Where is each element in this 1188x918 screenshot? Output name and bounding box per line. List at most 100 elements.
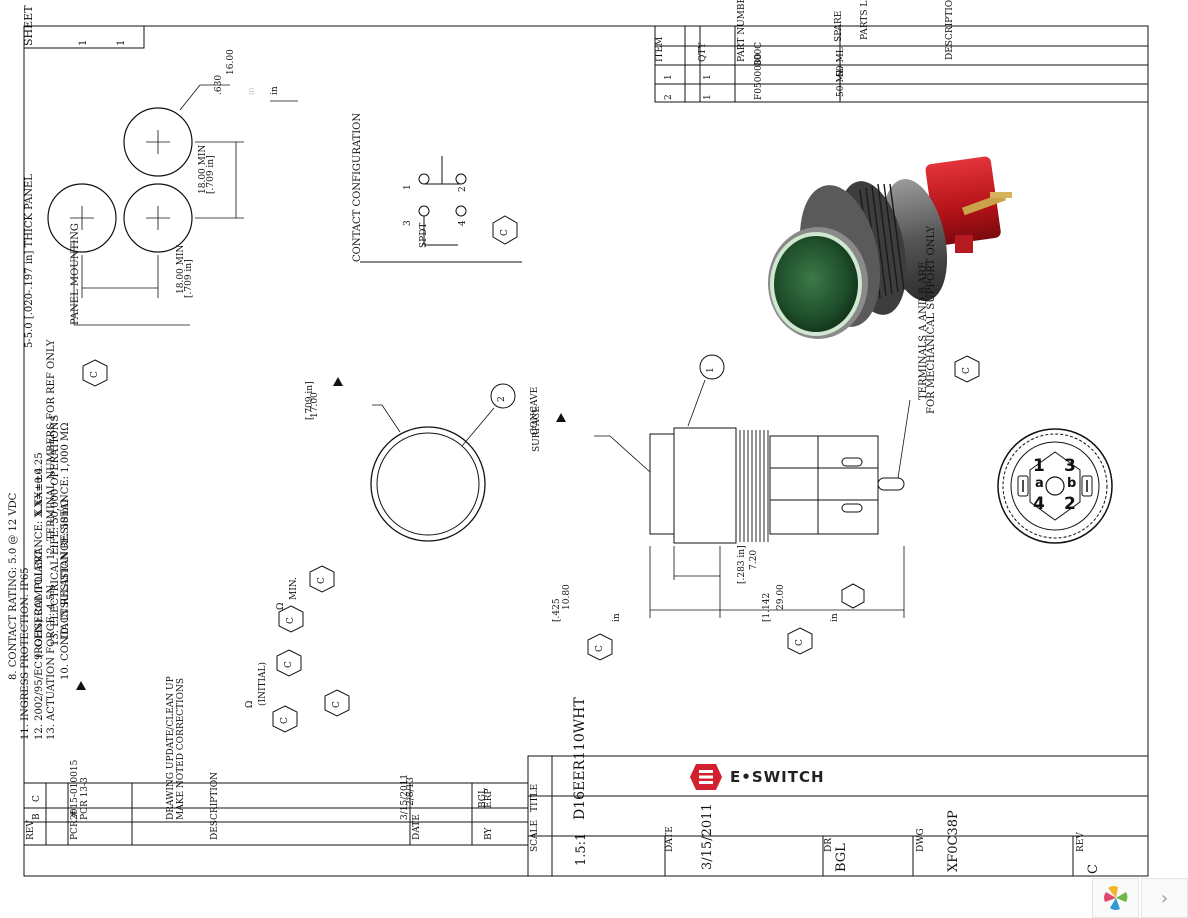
parts-header-item: ITEM bbox=[655, 36, 665, 62]
panel-thickness-note: 5-5.0 [.020-.197 in] THICK PANEL bbox=[24, 174, 35, 348]
pin-view-label-3: 3 bbox=[1064, 456, 1076, 476]
date-label: DATE bbox=[665, 826, 675, 852]
revision-triangle-3 bbox=[76, 681, 86, 690]
contact-pin-1: 1 bbox=[403, 184, 413, 190]
note-min: MIN. bbox=[289, 577, 299, 600]
side-dim-3-unit: in bbox=[830, 613, 840, 622]
next-page-button[interactable]: › bbox=[1141, 878, 1188, 918]
rev-label: REV bbox=[1076, 832, 1086, 852]
contact-pin-3: 3 bbox=[403, 220, 413, 226]
title-label: TITLE bbox=[530, 783, 540, 812]
front-dia-in: [.709 in] bbox=[305, 381, 315, 420]
note-13b: 13. ELECTRICAL LIFE: 50,000 OPERATIONS bbox=[50, 414, 61, 646]
pinwheel-icon bbox=[1103, 886, 1127, 910]
parts-row1-qty: 1 bbox=[703, 74, 713, 80]
drawing-title: D16EER110WHT bbox=[572, 697, 588, 820]
pin-view-label-4: 4 bbox=[1033, 494, 1045, 514]
parts-row2-desc: -50-ML bbox=[836, 67, 846, 100]
note-9b: X.XX=±0.25 bbox=[34, 452, 45, 516]
hex-rev-j: C bbox=[795, 639, 805, 646]
mount-in-unit: in bbox=[270, 86, 280, 95]
note-11: 11. INGRESS PROTECTION: IP65 bbox=[20, 567, 31, 740]
pin-view-label-2: 2 bbox=[1064, 494, 1076, 514]
side-dim-1: 10.80 bbox=[562, 584, 572, 610]
hex-rev-a: C bbox=[500, 229, 510, 236]
parts-header-parts-list: PARTS LIST bbox=[860, 0, 870, 40]
contact-spdt: SPDT bbox=[419, 222, 429, 248]
terminal-note-2: FOR MECHANICAL SUPPORT ONLY bbox=[926, 225, 937, 414]
rev-row2-desc: MAKE NOTED CORRECTIONS bbox=[176, 677, 186, 820]
contact-pin-4: 4 bbox=[458, 220, 468, 226]
side-dim-2: 7.20 bbox=[749, 549, 759, 570]
mount-min-horizontal-in: [.709 in] bbox=[184, 259, 194, 298]
balloon-2-number: 2 bbox=[497, 396, 507, 402]
rev-row1-desc: DRAWING UPDATE/CLEAN UP bbox=[166, 676, 176, 820]
revision-table bbox=[23, 782, 529, 846]
hex-rev-g: C bbox=[332, 701, 342, 708]
note-ohm-b: Ω bbox=[276, 602, 286, 610]
chevron-right-icon: › bbox=[1160, 887, 1169, 909]
hex-rev-b: C bbox=[90, 371, 100, 378]
rev-row2-by: ERP bbox=[484, 788, 494, 808]
pin-view-drawing bbox=[997, 428, 1113, 544]
mount-dia-mm: 16.00 bbox=[226, 49, 236, 75]
rev-header: REV bbox=[26, 820, 36, 840]
title-block bbox=[527, 755, 1149, 877]
hex-rev-e: C bbox=[286, 617, 296, 624]
parts-header-part-number: PART NUMBER bbox=[737, 0, 747, 62]
scale-label: SCALE bbox=[530, 819, 540, 852]
parts-header-qty: QTY bbox=[698, 42, 708, 62]
rev-row1-rev: C bbox=[32, 795, 42, 802]
note-initial: (INITIAL) bbox=[258, 661, 268, 706]
parts-row1-item: 1 bbox=[664, 74, 674, 80]
contact-configuration-diagram bbox=[360, 156, 522, 263]
rev-row1-pcr: 2015-010015 bbox=[70, 759, 80, 820]
pin-view-label-a: a bbox=[1035, 476, 1044, 491]
hex-rev-f: C bbox=[284, 661, 294, 668]
company-name: E•SWITCH bbox=[730, 768, 825, 786]
rev-row2-date: 3/15/2011 bbox=[400, 773, 410, 820]
revision-triangle-2 bbox=[556, 413, 566, 422]
parts-row2-qty: 1 bbox=[703, 94, 713, 100]
hex-rev-c: C bbox=[962, 367, 972, 374]
viewer-logo-button[interactable] bbox=[1092, 878, 1139, 918]
revision-triangle-1 bbox=[333, 377, 343, 386]
drawn-by-label: DR bbox=[824, 838, 834, 852]
by-header: BY bbox=[484, 827, 494, 840]
contact-pin-2: 2 bbox=[458, 186, 468, 192]
company-logo: E•SWITCH bbox=[690, 760, 870, 794]
date-value: 3/15/2011 bbox=[700, 803, 715, 870]
eswitch-logo-icon bbox=[690, 764, 722, 790]
hex-rev-i: C bbox=[595, 645, 605, 652]
side-dim-1-unit: in bbox=[612, 613, 622, 622]
rev-row2-rev: B bbox=[32, 813, 42, 820]
mount-dia-in: .630 bbox=[214, 74, 224, 95]
drawn-by-value: BGL bbox=[834, 843, 849, 872]
switch-3d-render bbox=[768, 156, 1012, 339]
pin-view-label-b: b bbox=[1067, 476, 1077, 491]
rev-value: C bbox=[1086, 864, 1101, 874]
parts-row2-part: F0500080 bbox=[754, 53, 764, 100]
note-12a: 12. 2002/95/EC (ROHS) COMPLIANT bbox=[34, 549, 45, 740]
side-dim-3: 29.00 bbox=[776, 584, 786, 610]
side-dim-3-in: [1.142 bbox=[762, 592, 772, 622]
note-10b: 10. INSULATION RESISTANCE: 1,000 MΩ bbox=[60, 422, 71, 640]
parts-header-spare: SPARE bbox=[834, 10, 844, 42]
desc-header: DESCRIPTION bbox=[210, 771, 220, 840]
side-dim-2-in: [.283 in] bbox=[737, 545, 747, 584]
rev-row2-pcr: PCR 13-3 bbox=[80, 777, 90, 820]
pin-view-label-1: 1 bbox=[1033, 456, 1045, 476]
front-concave-label: CONCAVE bbox=[530, 386, 540, 435]
hex-rev-h: C bbox=[280, 717, 290, 724]
side-dim-1-in: [.425 bbox=[552, 598, 562, 622]
contact-config-title: CONTACT CONFIGURATION bbox=[352, 112, 363, 262]
side-view-drawing bbox=[594, 379, 911, 618]
viewer-controls: › bbox=[1092, 878, 1188, 918]
date-header: DATE bbox=[412, 814, 422, 840]
panel-mounting-title: PANEL MOUNTING bbox=[70, 223, 81, 325]
note-8: 8. CONTACT RATING: 5.0 @ 12 VDC bbox=[8, 492, 19, 680]
revision-hexagons bbox=[82, 215, 980, 733]
callout-balloons bbox=[490, 354, 725, 409]
panel-mounting-drawing bbox=[47, 84, 298, 326]
